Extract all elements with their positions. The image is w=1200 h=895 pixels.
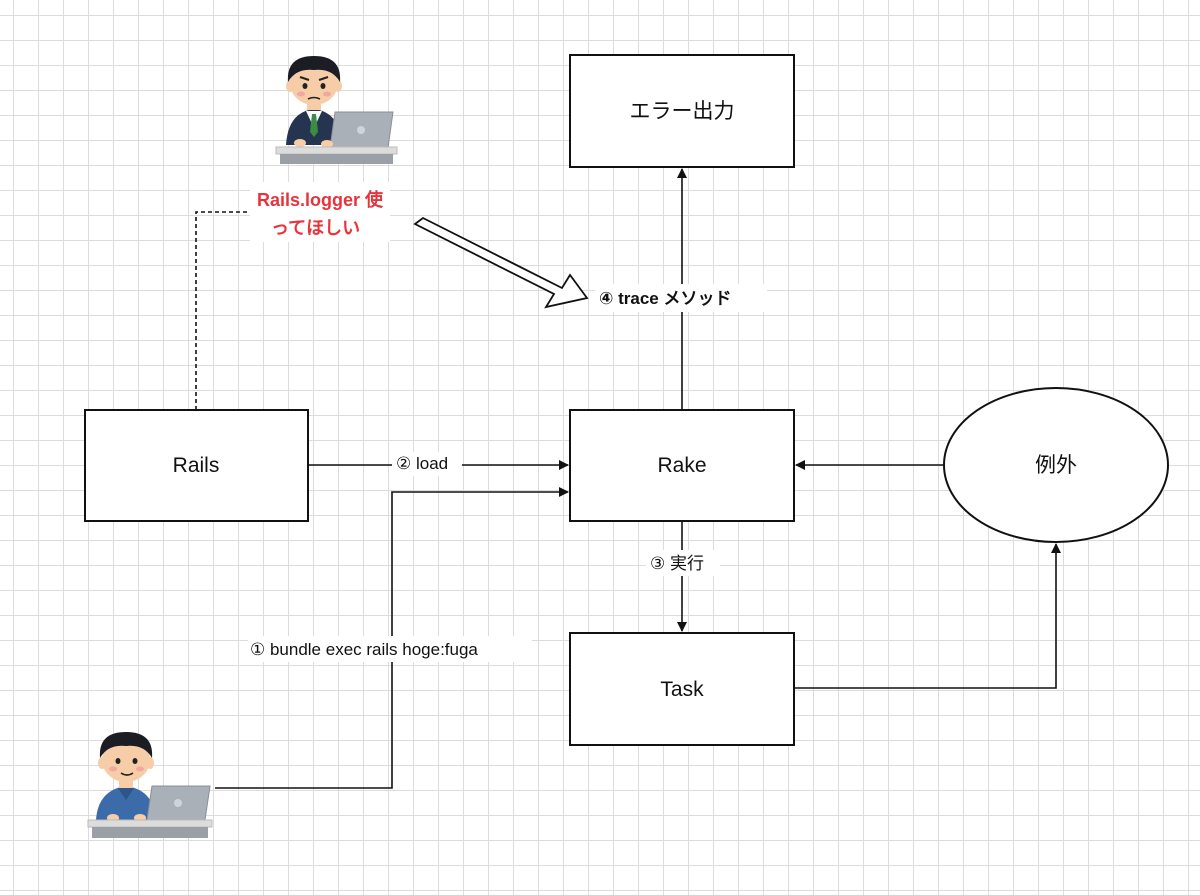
- exception-node[interactable]: 例外: [943, 387, 1169, 543]
- load-label: ② load: [396, 454, 448, 473]
- exception-label: 例外: [1035, 454, 1077, 477]
- hollow-arrow-icon: [413, 216, 589, 309]
- error-output-node[interactable]: エラー出力: [569, 54, 795, 168]
- task-to-exception-edge: [794, 543, 1061, 689]
- worker-laptop-icon: [87, 732, 213, 838]
- trace-method-label: ④ trace メソッド: [599, 289, 731, 308]
- error-output-label: エラー出力: [630, 100, 735, 123]
- rake-node[interactable]: Rake: [569, 409, 795, 522]
- rails-label: Rails: [173, 454, 220, 477]
- rake-label: Rake: [657, 454, 706, 477]
- worried-businessman-laptop-icon: [275, 56, 398, 164]
- logger-note-line2: ってほしい: [271, 218, 360, 238]
- rails-note-dashed-connector: [195, 211, 252, 410]
- task-label: Task: [660, 678, 704, 701]
- bundle-exec-label: ① bundle exec rails hoge:fuga: [250, 640, 478, 659]
- task-node[interactable]: Task: [569, 632, 795, 746]
- logger-note-line1: Rails.logger 使: [257, 190, 384, 210]
- run-label: ③ 実行: [650, 554, 704, 573]
- rails-node[interactable]: Rails: [84, 409, 309, 522]
